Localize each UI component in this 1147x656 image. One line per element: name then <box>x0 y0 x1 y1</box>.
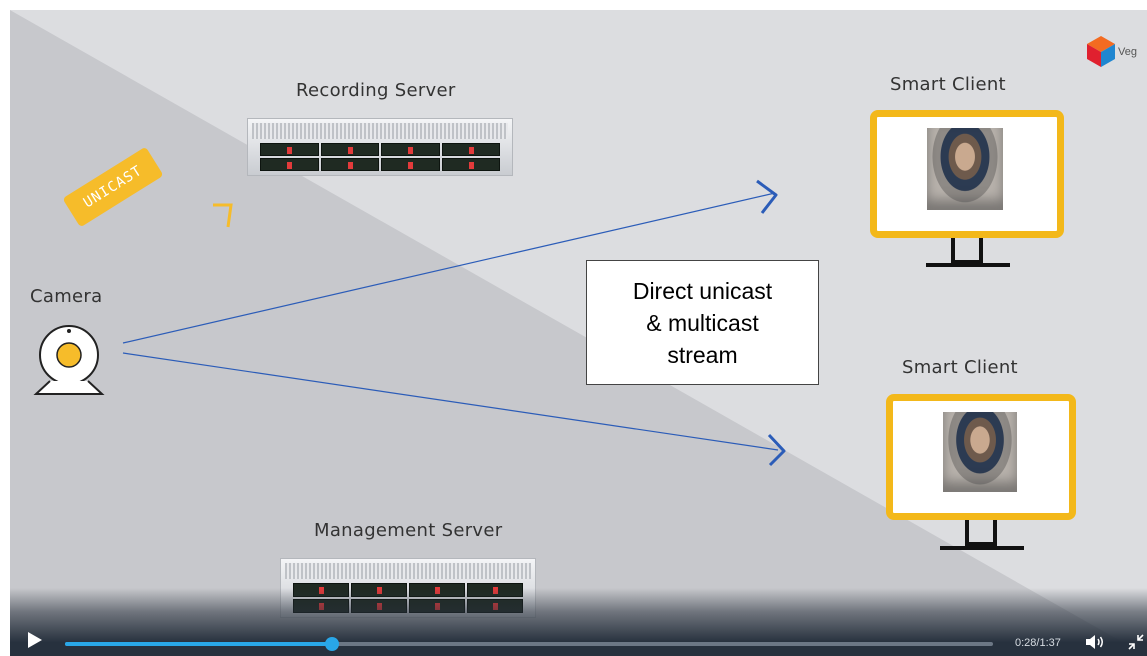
smart-client-bottom-monitor <box>886 394 1076 564</box>
video-controls-bar: 0:28/1:37 <box>10 588 1147 656</box>
recording-server-image <box>247 118 513 176</box>
camera-label: Camera <box>30 286 103 307</box>
camera-feed-image-bottom <box>943 412 1017 492</box>
play-icon[interactable] <box>26 630 44 650</box>
smart-client-top-label: Smart Client <box>890 74 1006 95</box>
camera-icon <box>33 325 105 395</box>
vega-logo-icon <box>1087 36 1115 67</box>
seek-bar[interactable] <box>65 637 993 651</box>
arrow-head-bottom <box>767 433 786 467</box>
stream-info-box: Direct unicast & multicast stream <box>586 260 819 385</box>
arrow-head-top <box>756 179 778 214</box>
management-server-label: Management Server <box>314 520 503 541</box>
volume-icon[interactable] <box>1085 634 1105 650</box>
camera-feed-image-top <box>927 128 1003 210</box>
exit-fullscreen-icon[interactable] <box>1128 634 1144 650</box>
unicast-chevron <box>213 203 233 228</box>
time-display: 0:28/1:37 <box>1015 637 1061 649</box>
stream-info-text: Direct unicast & multicast stream <box>632 277 773 368</box>
smart-client-bottom-label: Smart Client <box>902 357 1018 378</box>
recording-server-label: Recording Server <box>296 80 456 101</box>
seek-handle[interactable] <box>325 637 340 651</box>
video-slide: Recording Server UNICAST Camera Direct u… <box>10 10 1147 656</box>
smart-client-top-monitor <box>870 110 1066 280</box>
seek-progress <box>65 642 333 646</box>
logo-text: Veg <box>1118 46 1137 58</box>
